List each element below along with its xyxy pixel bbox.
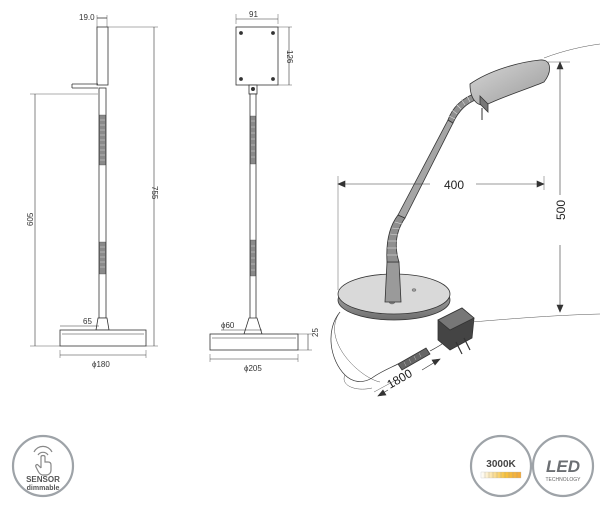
perspective-dimensions bbox=[337, 61, 570, 397]
led-label: LED bbox=[546, 457, 580, 476]
dim-perspective-cable: 1800 bbox=[385, 366, 415, 392]
dim-front-base-diameter: ϕ205 bbox=[244, 364, 262, 373]
touch-sensor-icon bbox=[33, 445, 53, 476]
perspective-view bbox=[330, 43, 600, 390]
led-sub-label: TECHNOLOGY bbox=[545, 477, 581, 483]
side-view bbox=[30, 15, 158, 358]
dim-side-base-step: 65 bbox=[83, 317, 92, 326]
dim-side-top-width: 19.0 bbox=[79, 13, 95, 22]
dim-perspective-height: 500 bbox=[554, 200, 568, 220]
dim-perspective-width: 400 bbox=[444, 178, 464, 192]
color-temperature-icon bbox=[480, 471, 522, 479]
dim-side-base-diameter: ϕ180 bbox=[92, 360, 110, 369]
sensor-label: SENSOR bbox=[26, 475, 60, 484]
dim-front-head-width: 91 bbox=[249, 10, 258, 19]
sensor-sub-label: dimmable bbox=[27, 485, 60, 492]
color-temp-label: 3000K bbox=[486, 459, 516, 470]
sensor-dimmable-badge: SENSOR dimmable bbox=[11, 434, 75, 498]
led-technology-badge: LED TECHNOLOGY bbox=[531, 434, 595, 498]
dim-side-total-height: 755 bbox=[150, 186, 159, 200]
led-technology-icon: LED bbox=[546, 457, 580, 476]
color-temperature-badge: 3000K bbox=[469, 434, 533, 498]
dim-front-post-diameter: ϕ60 bbox=[221, 321, 235, 330]
dim-front-base-height: 25 bbox=[311, 328, 320, 337]
dim-front-head-height: 126 bbox=[285, 50, 294, 64]
front-view bbox=[209, 14, 312, 362]
dim-side-arm-height: 605 bbox=[26, 212, 35, 226]
